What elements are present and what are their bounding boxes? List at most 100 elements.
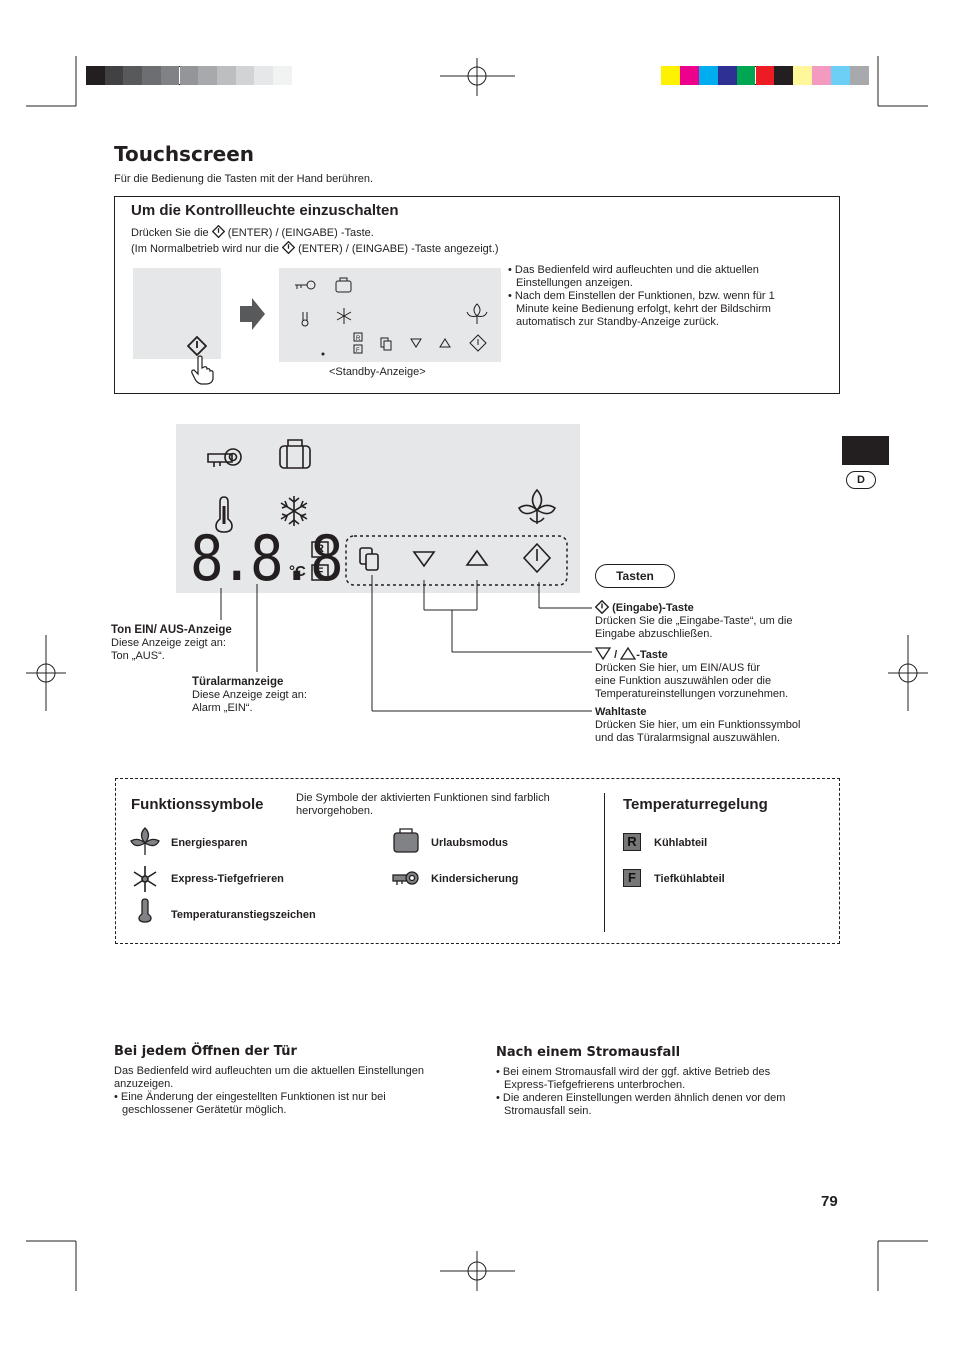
strom-heading: Nach einem Stromausfall [496,1045,681,1060]
select-button[interactable] [359,547,379,571]
color-swatch [216,66,236,85]
ton-anzeige-label: Ton EIN/ AUS-Anzeige Diese Anzeige zeigt… [111,624,232,662]
enter-icon [469,334,487,352]
color-swatch [755,66,775,85]
page-title: Touchscreen [114,142,255,166]
strom-text: • Bei einem Stromausfall wird der ggf. a… [496,1066,786,1117]
kuhlabteil-label: Kühlabteil [654,837,708,849]
snowflake-icon [280,496,308,526]
suitcase-icon [393,828,419,853]
f-compartment-icon: F [623,869,641,887]
color-swatch [104,66,124,85]
select-icon [380,337,392,351]
funktionssymbole-box [115,778,840,944]
pfeil-taste-label: / -Taste Drücken Sie hier, um EIN/AUS fü… [594,646,789,700]
kontrollleuchte-bullets: • Das Bedienfeld wird aufleuchten und di… [508,264,775,328]
up-triangle-icon [439,338,451,348]
color-swatch [736,66,756,85]
key-icon [295,280,316,290]
color-swatch [793,66,813,85]
svg-text:F: F [356,348,360,354]
snowflake-icon [336,308,352,324]
thermometer-icon [138,898,152,923]
funktionssymbole-note: Die Symbole der aktivierten Funktionen s… [296,792,550,817]
thermometer-icon [301,312,309,327]
enter-icon [594,599,610,615]
suitcase-icon [279,439,311,469]
kindersicherung-label: Kindersicherung [431,873,519,885]
color-swatch [235,66,255,85]
normal-panel [133,268,221,359]
color-swatch [850,66,869,85]
key-icon [392,871,419,885]
color-swatch [179,66,199,85]
kontrollleuchte-line1: Drücken Sie die (ENTER) / (EINGABE) -Tas… [131,224,374,239]
up-triangle-icon [620,646,637,660]
r-indicator: R [316,543,324,555]
turalarm-label: Türalarmanzeige Diese Anzeige zeigt an: … [192,676,307,714]
digit-display: 8.8.8 [190,522,344,595]
color-swatch [812,66,832,85]
intro-text: Für die Bedienung die Tasten mit der Han… [114,173,374,185]
enter-icon [281,240,296,255]
leaf-icon [130,827,160,855]
snowflake-icon [133,866,157,892]
down-triangle-icon [594,647,612,661]
urlaubsmodus-label: Urlaubsmodus [431,837,509,849]
side-tab-block [842,436,889,465]
color-swatch [86,66,105,85]
wahltaste-label: Wahltaste Drücken Sie hier, um ein Funkt… [595,706,801,744]
f-indicator: F [316,566,324,578]
color-swatch [661,66,680,85]
color-swatch [679,66,699,85]
color-swatch [774,66,794,85]
kontrollleuchte-heading: Um die Kontrollleuchte einzuschalten [131,202,399,219]
express-tiefgefrieren-label: Express-Tiefgefrieren [171,873,284,885]
box-divider [604,793,605,932]
leaf-icon [517,488,557,524]
arrow-right-icon [240,298,265,330]
display-icons [207,439,568,586]
kontrollleuchte-box [114,196,840,394]
standby-caption: <Standby-Anzeige> [329,366,426,378]
funktionssymbole-heading: Funktionssymbole [131,796,264,813]
eingabe-label: (Eingabe)-Taste Drücken Sie die „Eingabe… [594,599,793,640]
temperaturregelung-heading: Temperaturregelung [623,796,768,813]
energiesparen-label: Energiesparen [171,837,248,849]
tiefkuhlabteil-label: Tiefkühlabteil [654,873,725,885]
color-swatch [831,66,850,85]
r-compartment-icon: R [623,833,641,851]
enter-icon [211,224,225,239]
color-swatch [254,66,273,85]
celsius-unit: °C [289,563,306,580]
color-swatch [698,66,718,85]
svg-text:R: R [356,336,361,342]
up-button[interactable] [465,549,489,566]
leaf-icon [466,303,488,324]
tuer-text: Das Bedienfeld wird aufleuchten um die a… [114,1065,425,1116]
down-button[interactable] [412,551,436,568]
enter-button[interactable] [522,542,552,574]
standby-panel-icons: R F [295,277,488,356]
temperaturanstieg-label: Temperaturanstiegszeichen [171,909,316,921]
color-swatch [717,66,737,85]
enter-button-small[interactable] [187,336,207,356]
color-swatch [142,66,161,85]
tuer-heading: Bei jedem Öffnen der Tür [114,1044,297,1059]
thermometer-icon [215,496,233,533]
down-triangle-icon [410,338,422,348]
tasten-label: Tasten [595,564,675,588]
page-number: 79 [821,1193,838,1210]
color-swatch [198,66,217,85]
hand-pointer-icon [191,355,214,385]
key-icon [207,448,242,467]
kontrollleuchte-line2: (Im Normalbetrieb wird nur die (ENTER) /… [131,240,499,255]
suitcase-icon [335,277,352,293]
color-swatch [123,66,143,85]
color-swatch [160,66,180,85]
color-swatch [273,66,292,85]
language-badge: D [846,471,876,489]
